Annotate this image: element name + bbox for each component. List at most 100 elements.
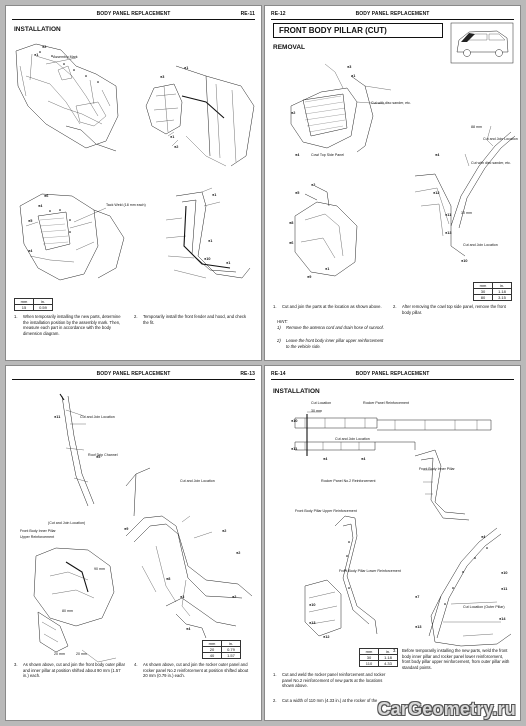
svg-text:●4: ●4 [323, 457, 328, 461]
step-text: Cut and weld the rocker panel reinforcem… [282, 672, 386, 689]
hint-text: Leave the front body inner pillar upper … [286, 338, 384, 349]
figure-3-apron: ●6 ●4 ●5 ●4 [19, 193, 125, 281]
spec-cell: 110 [359, 660, 379, 667]
step-text: As shown above, cut and join the front b… [23, 662, 125, 679]
step-number: 3. [393, 648, 397, 653]
svg-text:●2: ●2 [232, 595, 236, 599]
svg-text:●11: ●11 [445, 213, 451, 217]
watermark: CarGeometry.ru [377, 699, 516, 719]
label-30mm: 30 mm [461, 211, 472, 215]
label-front-upper: Front Body Pillar Upper Reinforcement [295, 509, 357, 513]
svg-text:●1: ●1 [351, 74, 355, 78]
hint-item: 1) Remove the antenna cord and drain hos… [277, 325, 387, 337]
figure-lower-pillar: ●2 ●5 ●8 ●6 ●9 ●1 [289, 183, 358, 279]
step-text: After removing the cowl top side panel, … [402, 304, 506, 315]
label-cut-outer: Cut Location (Outer Pillar) [463, 605, 505, 609]
svg-text:●4: ●4 [186, 627, 191, 631]
figure-installation-p1: ●1 ●2 Assembly Mark ●1 ●3 ●1 ●2 [15, 43, 255, 281]
figure-pillar-removal: ●4 ●12 ●11 ●13 ●10 [414, 125, 516, 263]
step-item: 1. When temporarily installing the new p… [14, 314, 124, 354]
step-item: 2. Cut a width of 110 mm (4.33 in.) at t… [273, 698, 387, 710]
label-80mm: 80 mm [62, 609, 73, 613]
svg-text:●1: ●1 [170, 135, 174, 139]
step-text: Cut a width of 110 mm (4.33 in.) at the … [282, 698, 378, 703]
svg-text:●9: ●9 [307, 275, 311, 279]
svg-text:●1: ●1 [208, 239, 212, 243]
header-title: BODY PANEL REPLACEMENT [96, 371, 171, 377]
svg-text:●4: ●4 [481, 535, 486, 539]
step-item: 1. Cut and weld the rocker panel reinfor… [273, 672, 387, 696]
label-cut-join-3: (Cut and Join Location) [48, 521, 85, 525]
svg-text:●10: ●10 [204, 257, 211, 261]
spec-cell: 0.59 [33, 304, 53, 311]
svg-text:●10: ●10 [501, 571, 508, 575]
page-header: RE-14 BODY PANEL REPLACEMENT [265, 370, 520, 380]
svg-text:●1: ●1 [226, 261, 230, 265]
spec-cell: 3.15 [492, 294, 512, 301]
svg-text:●4: ●4 [38, 204, 43, 208]
svg-text:●2: ●2 [174, 145, 178, 149]
hint-label: HINT: [277, 319, 288, 324]
step-number: 1. [14, 314, 18, 319]
step-number: 2. [134, 314, 138, 319]
label-rocker-reinf: Rocker Panel Reinforcement [363, 401, 409, 405]
label-88mm: 88 mm [471, 125, 482, 129]
svg-text:●5: ●5 [96, 455, 100, 459]
figure-installation-p4: ●10 ●11 ●4 ●4 Cut Location Rocker Panel … [291, 401, 512, 647]
figure-removal-p2: ●3 ●1 ●2 ●4 Cut with disc sander, etc. C… [289, 22, 518, 279]
figure-cowl-top: ●3 ●1 ●2 ●4 [290, 63, 392, 157]
vehicle-thumbnail-icon [450, 22, 514, 64]
figure-2-bracket: ●1 ●3 ●1 ●2 [145, 65, 255, 167]
svg-text:●8: ●8 [166, 577, 170, 581]
step-number: 1. [273, 304, 277, 309]
svg-text:●2: ●2 [42, 45, 46, 49]
step-number: 3. [14, 662, 18, 667]
svg-text:●5: ●5 [28, 219, 32, 223]
step-item: 3. Before temporarily installing the new… [393, 648, 511, 688]
step-item: 2. Temporarily install the front fender … [134, 314, 252, 334]
label-cowl-top: Cowl Top Side Panel [311, 153, 344, 157]
step-number: 2. [393, 304, 397, 309]
page-header: BODY PANEL REPLACEMENT RE-13 [6, 370, 261, 380]
svg-text:●5: ●5 [295, 191, 299, 195]
svg-text:●1: ●1 [184, 66, 188, 70]
label-assembly-mark: Assembly Mark [53, 55, 78, 59]
svg-text:●8: ●8 [289, 221, 293, 225]
svg-text:●3: ●3 [180, 595, 184, 599]
header-title: BODY PANEL REPLACEMENT [96, 11, 171, 17]
spec-cell: 4.33 [378, 660, 398, 667]
section-title: REMOVAL [273, 44, 306, 51]
header-rule [12, 19, 255, 20]
label-tack-weld: Tack Weld (18 mm each) [106, 203, 146, 207]
label-cut-join-location-2: Cut and Join Location [463, 243, 498, 247]
step-item: 2. After removing the cowl top side pane… [393, 304, 511, 318]
label-cut-join-location: Cut and Join Location [483, 137, 518, 141]
section-title: INSTALLATION [14, 26, 61, 33]
step-item: 3. As shown above, cut and join the fron… [14, 662, 126, 702]
header-rule [12, 379, 255, 380]
header-rule [271, 19, 514, 20]
svg-text:●1: ●1 [212, 193, 216, 197]
svg-text:●3: ●3 [347, 65, 351, 69]
svg-text:●9: ●9 [124, 527, 128, 531]
label-20mm-a: 20 mm [54, 652, 65, 656]
label-cut-join: Cut and Join Location [80, 415, 115, 419]
svg-text:●1: ●1 [325, 267, 329, 271]
svg-text:●4: ●4 [295, 153, 300, 157]
hint-number: 2) [277, 338, 281, 343]
label-cut-disc: Cut with disc sander, etc. [371, 101, 411, 105]
figure-1-cowl: ●1 ●2 [15, 43, 119, 152]
label-cut-disc-2: Cut with disc sander, etc. [471, 161, 511, 165]
svg-text:●4: ●4 [435, 153, 440, 157]
svg-text:●7: ●7 [415, 595, 419, 599]
label-cut-location: Cut Location [311, 401, 331, 405]
step-number: 2. [273, 698, 277, 703]
header-rule [271, 379, 514, 380]
svg-text:●4: ●4 [361, 457, 366, 461]
svg-text:●2: ●2 [291, 111, 295, 115]
spec-cell: 40 [202, 652, 222, 659]
manual-page-re13: BODY PANEL REPLACEMENT RE-13 ●11 ●5 Cut … [6, 366, 261, 720]
